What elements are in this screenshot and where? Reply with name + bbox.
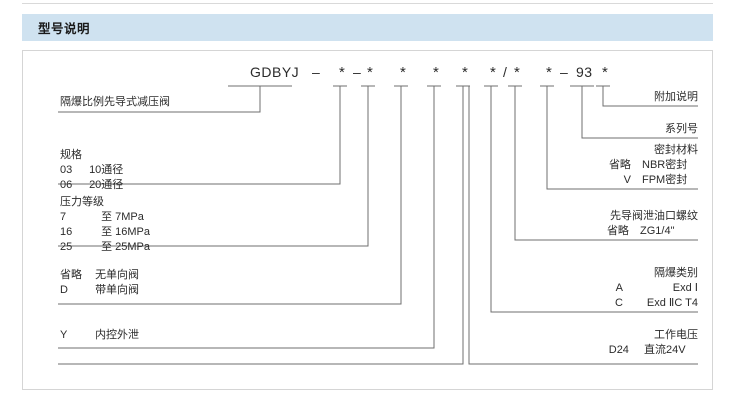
code-segment-drain-type: * [433, 64, 440, 81]
code-segment-series: 93 [576, 64, 593, 80]
explosion-desc-1: Exd ⅡC T4 [646, 297, 698, 309]
code-segment-dash-3: – [560, 64, 569, 80]
check-valve-desc-1: 带单向阀 [95, 284, 140, 296]
label-seal-material-title: 密封材料 [654, 144, 698, 156]
label-pilot-thread-title: 先导阀泄油口螺纹 [610, 210, 698, 222]
pressure-code-1: 16 [60, 226, 73, 238]
pressure-desc-1: 至 16MPa [101, 226, 150, 238]
code-segment-pressure: * [367, 64, 374, 81]
seal-desc-1: FPM密封 [642, 174, 688, 186]
label-working-voltage-title: 工作电压 [654, 329, 698, 341]
label-check-valve-row-1: D 带单向阀 [60, 283, 139, 298]
seal-desc-0: NBR密封 [642, 159, 688, 171]
label-pressure-row-1: 16 至 16MPa [60, 225, 150, 240]
seal-code-0: 省略 [608, 159, 631, 171]
label-working-voltage-row-0: D24 直流24V [609, 343, 698, 358]
label-pressure-row-2: 25 至 25MPa [60, 240, 150, 255]
pressure-code-2: 25 [60, 241, 73, 253]
voltage-desc-0: 直流24V [644, 344, 686, 356]
check-valve-code-1: D [60, 284, 68, 296]
pressure-code-0: 7 [60, 211, 67, 223]
code-segment-slash: / [503, 64, 508, 80]
model-code-diagram: GDBYJ – * – * * * * * / * * – 93 * 隔爆比例先… [22, 50, 713, 390]
explosion-code-1: C [614, 297, 623, 309]
pressure-desc-2: 至 25MPa [101, 241, 150, 253]
label-seal-material-row-1: V FPM密封 [624, 173, 698, 188]
label-specification-row-1: 06 20通径 [60, 178, 123, 193]
voltage-code-0: D24 [608, 344, 629, 356]
label-specification-row-0: 03 10通径 [60, 163, 123, 178]
code-segment-pilot-thread: * [514, 64, 521, 81]
check-valve-code-0: 省略 [60, 269, 82, 281]
code-segment-dash-1: – [312, 64, 321, 80]
label-additional-description: 附加说明 [654, 91, 698, 103]
label-explosion-category-row-0: A Exd Ⅰ [616, 281, 698, 296]
drain-type-desc-0: 内控外泄 [95, 329, 140, 341]
code-segment-voltage: * [462, 64, 469, 81]
label-explosion-category-row-1: C Exd ⅡC T4 [615, 296, 698, 311]
spec-code-1: 06 [60, 179, 73, 191]
label-product-name: 隔爆比例先导式减压阀 [60, 96, 170, 108]
code-segment-brand: GDBYJ [250, 64, 300, 80]
explosion-desc-0: Exd Ⅰ [672, 282, 698, 294]
label-seal-material-row-0: 省略 NBR密封 [609, 158, 698, 173]
page-title: 型号说明 [38, 22, 91, 36]
code-segment-check-valve: * [400, 64, 407, 81]
pilot-thread-code-0: 省略 [606, 225, 629, 237]
section-header: 型号说明 [22, 14, 713, 41]
pilot-thread-desc-0: ZG1/4" [640, 225, 675, 237]
seal-code-1: V [623, 174, 631, 186]
code-segment-seal-material: * [546, 64, 553, 81]
label-pilot-thread-row-0: 省略 ZG1/4" [607, 224, 698, 239]
drain-type-code-0: Y [60, 329, 68, 341]
label-pressure-title: 压力等级 [60, 196, 104, 208]
label-check-valve-row-0: 省略 无单向阀 [60, 268, 139, 283]
label-pressure-row-0: 7 至 7MPa [60, 210, 144, 225]
pressure-desc-0: 至 7MPa [101, 211, 144, 223]
explosion-code-0: A [615, 282, 623, 294]
label-explosion-category-title: 隔爆类别 [654, 267, 698, 279]
code-segment-dash-2: – [353, 64, 362, 80]
check-valve-desc-0: 无单向阀 [95, 269, 140, 281]
spec-code-0: 03 [60, 164, 73, 176]
label-specification-title: 规格 [60, 149, 82, 161]
code-segment-spec: * [339, 64, 346, 81]
code-segment-explosion-category: * [490, 64, 497, 81]
model-code-row: GDBYJ – * – * * * * * / * * – 93 * [22, 64, 713, 86]
top-divider [22, 3, 713, 4]
spec-desc-1: 20通径 [89, 179, 124, 191]
label-drain-type-row-0: Y 内控外泄 [60, 328, 139, 343]
spec-desc-0: 10通径 [89, 164, 124, 176]
code-segment-additional: * [602, 64, 609, 81]
label-series-number: 系列号 [665, 123, 698, 135]
